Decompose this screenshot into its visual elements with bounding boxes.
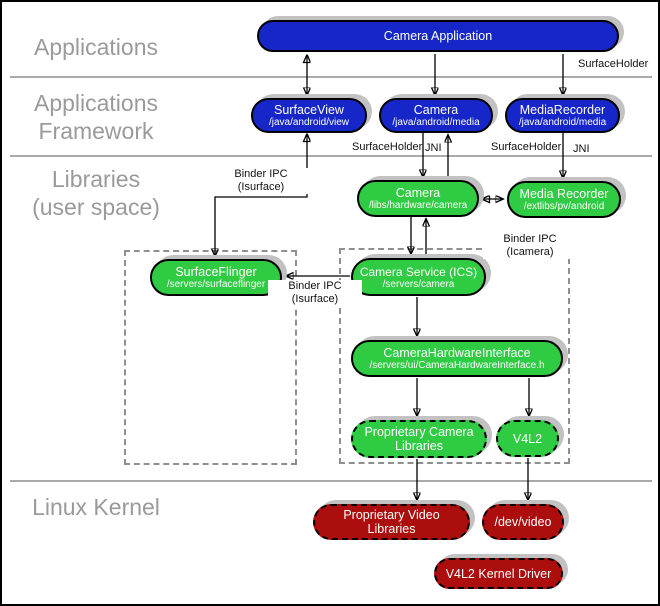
box-surfaceview: SurfaceView /java/android/view bbox=[251, 98, 367, 133]
box-camera-hardware-interface: CameraHardwareInterface /servers/ui/Came… bbox=[351, 340, 563, 377]
box-camera-framework: Camera /java/android/media bbox=[379, 98, 493, 133]
box-camera-lib-path: /libs/hardware/camera bbox=[368, 200, 468, 211]
layer-label-applications: Applications bbox=[10, 33, 182, 61]
arrow-surfaceview-surfaceflinger bbox=[215, 134, 307, 256]
box-surfaceview-path: /java/android/view bbox=[268, 117, 350, 128]
box-v4l2-kernel-driver-title: V4L2 Kernel Driver bbox=[445, 566, 552, 581]
box-camera-application-title: Camera Application bbox=[383, 29, 493, 43]
label-binder-ipc-isurface-surfaceflinger-line1: Binder IPC bbox=[288, 280, 342, 292]
box-mediarecorder-path: /java/android/media bbox=[518, 117, 607, 128]
box-surfaceflinger-path: /servers/surfaceflinger bbox=[166, 279, 266, 290]
box-camera-lib-title: Camera bbox=[395, 186, 441, 200]
label-binder-ipc-isurface-surfaceflinger-line2: (Isurface) bbox=[291, 293, 339, 305]
box-camera-service-title: Camera Service (ICS) bbox=[359, 264, 478, 279]
separator-libraries-kernel bbox=[10, 480, 652, 482]
layer-label-libraries-line2: (user space) bbox=[32, 194, 160, 220]
box-dev-video-title: /dev/video bbox=[494, 515, 552, 529]
box-prop-video-libs-title: Proprietary Video Libraries bbox=[343, 508, 440, 536]
box-camera-application: Camera Application bbox=[257, 20, 619, 52]
box-chi-path: /servers/ui/CameraHardwareInterface.h bbox=[369, 360, 545, 371]
surfaceflinger-process-boundary bbox=[124, 250, 297, 465]
label-binder-ipc-isurface-surfaceview-line1: Binder IPC bbox=[234, 168, 288, 180]
box-prop-cam-libs-title: Proprietary Camera Libraries bbox=[364, 425, 474, 453]
layer-label-linux-kernel: Linux Kernel bbox=[10, 493, 182, 521]
box-chi-title: CameraHardwareInterface bbox=[383, 346, 531, 360]
box-surfaceflinger-title: SurfaceFlinger bbox=[175, 265, 257, 279]
box-dev-video: /dev/video bbox=[482, 504, 564, 540]
label-jni-mediarecorder: JNI bbox=[573, 143, 590, 155]
label-binder-ipc-isurface-surfaceview: Binder IPC (Isurface) bbox=[214, 168, 308, 194]
box-v4l2-kernel-driver: V4L2 Kernel Driver bbox=[434, 558, 563, 589]
box-camera-service: Camera Service (ICS) /servers/camera bbox=[351, 258, 486, 296]
layer-label-framework-line1: Applications bbox=[33, 90, 159, 116]
box-camera-framework-title: Camera bbox=[413, 103, 459, 117]
label-surfaceholder-top: SurfaceHolder bbox=[578, 58, 649, 70]
box-v4l2: V4L2 bbox=[496, 420, 559, 457]
label-jni-camera: JNI bbox=[425, 142, 442, 154]
box-proprietary-video-libraries: Proprietary Video Libraries bbox=[313, 504, 470, 540]
box-media-recorder-lib: Media Recorder /extlibs/pv/android bbox=[507, 181, 621, 218]
box-media-recorder-lib-title: Media Recorder bbox=[519, 187, 609, 201]
label-surfaceholder-camera: SurfaceHolder bbox=[352, 141, 423, 153]
label-binder-ipc-isurface-surfaceview-line2: (Isurface) bbox=[237, 181, 285, 193]
label-binder-ipc-isurface-surfaceflinger: Binder IPC (Isurface) bbox=[268, 280, 362, 306]
box-surfaceflinger: SurfaceFlinger /servers/surfaceflinger bbox=[150, 259, 282, 296]
box-proprietary-camera-libraries: Proprietary Camera Libraries bbox=[351, 420, 487, 458]
layer-label-framework-line2: Framework bbox=[38, 118, 154, 144]
separator-framework-libraries bbox=[10, 155, 652, 157]
box-surfaceview-title: SurfaceView bbox=[274, 103, 344, 117]
layer-label-libraries: Libraries (user space) bbox=[10, 165, 182, 221]
label-binder-ipc-icamera-line2: (Icamera) bbox=[506, 246, 554, 258]
layer-label-kernel-text: Linux Kernel bbox=[32, 494, 160, 520]
separator-applications-framework bbox=[10, 76, 652, 78]
box-camera-service-path: /servers/camera bbox=[382, 278, 455, 290]
label-surfaceholder-mediarecorder: SurfaceHolder bbox=[491, 141, 562, 153]
layer-label-libraries-line1: Libraries bbox=[51, 166, 141, 192]
box-v4l2-title: V4L2 bbox=[512, 431, 543, 446]
box-media-recorder-lib-path: /extlibs/pv/android bbox=[523, 201, 605, 212]
camera-service-process-boundary bbox=[339, 248, 570, 464]
label-binder-ipc-icamera-line1: Binder IPC bbox=[503, 233, 557, 245]
box-mediarecorder: MediaRecorder /java/android/media bbox=[505, 98, 620, 133]
box-camera-framework-path: /java/android/media bbox=[392, 117, 480, 128]
label-binder-ipc-icamera: Binder IPC (Icamera) bbox=[483, 233, 577, 259]
box-camera-lib: Camera /libs/hardware/camera bbox=[357, 180, 479, 217]
box-mediarecorder-title: MediaRecorder bbox=[519, 103, 606, 117]
layer-label-applications-text: Applications bbox=[33, 34, 159, 60]
layer-label-applications-framework: Applications Framework bbox=[10, 89, 182, 145]
